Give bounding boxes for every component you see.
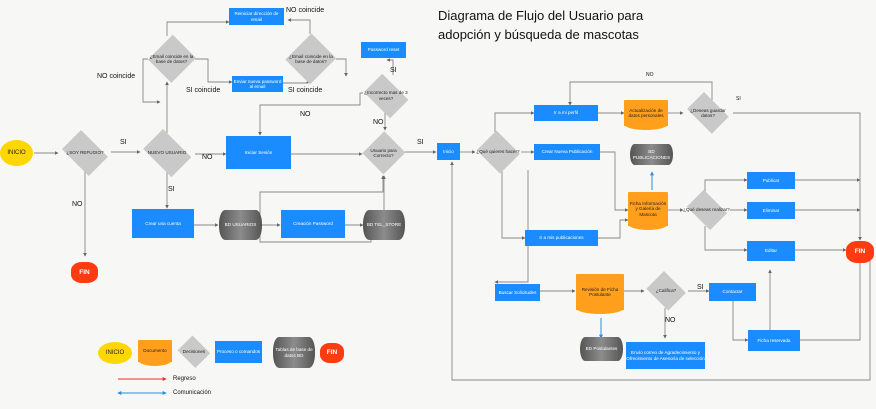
desea-guardar-decision: ¿Deseas guardar datos? xyxy=(683,96,733,130)
legend-fin: FIN xyxy=(320,343,344,363)
label-si-perfil: SI xyxy=(736,96,741,102)
actualizacion-document: Actualización de datos personales xyxy=(624,100,668,130)
ir-perfil-process: Ir a mi perfil xyxy=(534,105,598,121)
title-line-1: Diagrama de Flujo del Usuario para xyxy=(438,8,644,23)
creacion-password-process: Creación Password xyxy=(281,210,345,238)
crear-cuenta-process: Crear una cuenta xyxy=(132,209,194,238)
label-no-refugio: NO xyxy=(72,201,83,208)
ficha-mascota-document: Ficha Información y Galería de Mascota xyxy=(628,192,668,230)
soy-refugio-decision: ¿SOY REFUGIO? xyxy=(58,134,112,172)
legend-comunicacion-label: Comunicación xyxy=(173,390,212,396)
que-hacer-decision: ¿Qué quieres hacer? xyxy=(475,132,521,172)
legend-tablas-bd: Tablas de base de datos BD xyxy=(273,337,315,368)
eliminar-process: Eliminar xyxy=(747,202,795,219)
que-realizar-decision: ¿Qué deseas realizar? xyxy=(683,193,730,227)
title-line-2: adopción y búsqueda de mascotas xyxy=(438,27,639,42)
editar-process: Editar xyxy=(747,241,795,261)
nuevo-usuario-decision: NUEVO USUARIO xyxy=(139,133,195,173)
ir-publicaciones-process: Ir a mis publicaciones xyxy=(525,230,598,246)
bd-tel-store-db: BD TEL_STORE xyxy=(363,210,405,240)
label-si-refugio: SI xyxy=(120,139,127,146)
password-reset-process: Password reset xyxy=(361,42,406,58)
enviar-password-process: Enviar nueva password al email xyxy=(232,76,283,92)
buscar-solicitudes-process: Buscar Solicitudes xyxy=(495,284,540,301)
label-no-coincide-top: NO coincide xyxy=(286,7,325,14)
fin-left-terminal: FIN xyxy=(71,262,98,283)
inicio-terminal: INICIO xyxy=(0,140,33,166)
label-no-usuario: NO xyxy=(373,119,384,126)
bd-postulantes-db: BD Postulantes xyxy=(580,337,623,361)
contactar-process: Contactar xyxy=(709,283,756,301)
legend-inicio: INICIO xyxy=(98,342,132,364)
email-base-decision: ¿Email coincide en la base de datos? xyxy=(148,34,195,84)
ficha-reservada-process: Ficha reservada xyxy=(748,330,800,351)
inicio-process: Inicio xyxy=(437,143,460,160)
usuario-correcto-decision: Usuario para Correcto? xyxy=(362,131,405,175)
label-si-califica: SI xyxy=(697,284,704,291)
label-no-coincide-left: NO coincide xyxy=(97,73,136,80)
label-no-incorrecto: NO xyxy=(300,111,311,118)
legend-regreso-label: Regreso xyxy=(173,376,196,382)
envio-correo-process: Envío correo de Agradecimiento y Ofrecim… xyxy=(626,342,705,369)
fin-right-terminal: FIN xyxy=(846,241,874,263)
label-si-coincide-1: SI coincide xyxy=(186,87,221,94)
bd-publicaciones-db: BD PUBLICACIONES xyxy=(630,144,673,165)
label-no-nuevo: NO xyxy=(202,154,213,161)
label-no-perfil: NO xyxy=(646,72,654,78)
publicar-process: Publicar xyxy=(747,172,795,189)
incorrecto-decision: ¿Incorrecto mas de 3 veces? xyxy=(360,77,412,114)
califica-decision: ¿Califica? xyxy=(644,273,688,309)
crear-publicacion-process: Crear Nueva Publicación xyxy=(534,144,600,160)
reiniciar-email-process: Reiniciar dirección de email xyxy=(229,8,284,25)
bd-usuarios-db: BD USUARIOS xyxy=(219,210,262,240)
label-si-coincide-2: SI coincide xyxy=(288,87,323,94)
legend-documento: Documento xyxy=(138,340,172,366)
revision-ficha-document: Revisión de Ficha Postulante xyxy=(576,274,624,314)
label-si-usuario: SI xyxy=(417,139,424,146)
diagram-title: Diagrama de Flujo del Usuario para adopc… xyxy=(438,6,643,44)
email-base-2-decision: ¿Email coincide en la base de datos? xyxy=(286,33,336,85)
legend-decisiones: Decisiones xyxy=(176,337,212,367)
label-si-nuevo: SI xyxy=(168,186,175,193)
legend-proceso: Proceso o comandos xyxy=(215,341,262,363)
label-si-incorrecto: SI xyxy=(390,67,397,74)
iniciar-sesion-process: Iniciar Sesión xyxy=(226,136,291,169)
label-no-califica: NO xyxy=(665,317,676,324)
